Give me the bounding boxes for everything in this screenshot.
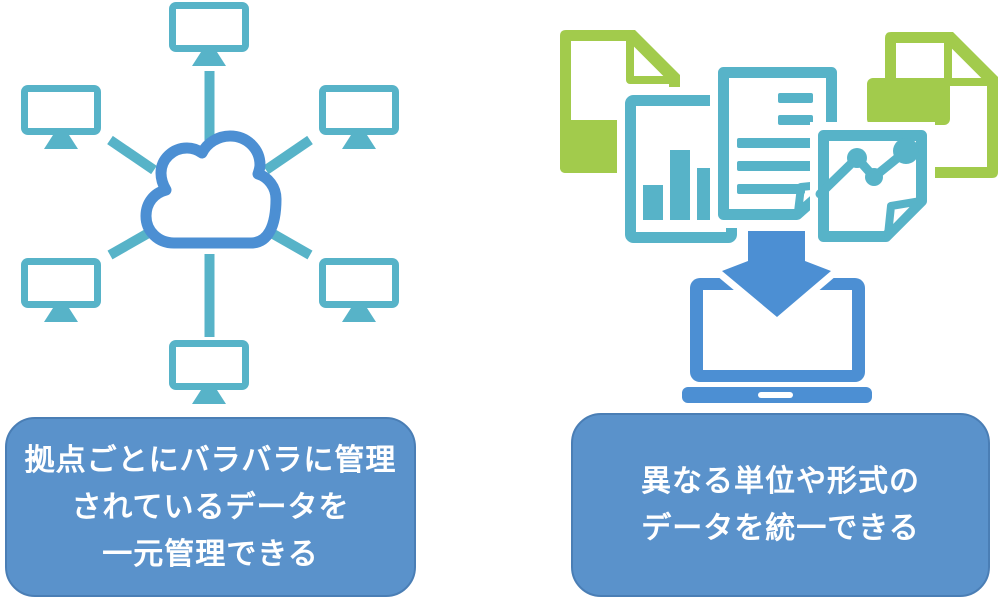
monitor-icon [21, 258, 101, 322]
caption-line: 一元管理できる [102, 537, 319, 571]
data-unification-diagram [560, 30, 998, 403]
caption-line: 拠点ごとにバラバラに管理 [24, 443, 397, 477]
bar [670, 150, 690, 220]
data-point [893, 138, 919, 164]
data-point [847, 148, 867, 168]
cloud-icon [140, 130, 282, 249]
connector-line [263, 135, 313, 175]
bar [643, 185, 663, 220]
monitor-icon [21, 85, 101, 149]
caption-line: データを統一できる [641, 512, 920, 545]
folded-corner [626, 33, 677, 84]
connector-lines [107, 71, 313, 337]
connector-line [265, 226, 313, 260]
text-line [737, 184, 805, 194]
caption-line: 異なる単位や形式の [641, 465, 920, 498]
data-point [865, 168, 883, 186]
cloud-network-diagram [21, 2, 399, 404]
monitor-icon [169, 2, 249, 66]
connector-line [107, 135, 157, 175]
text-line [737, 138, 813, 148]
text-line [778, 115, 813, 125]
chart-polyline [815, 146, 911, 199]
down-arrow-icon [715, 224, 838, 324]
text-line [778, 93, 813, 103]
monitor-icon [319, 85, 399, 149]
monitor-icon [319, 258, 399, 322]
right-caption-box: 異なる単位や形式の データを統一できる [571, 413, 990, 597]
connector-line [107, 226, 155, 260]
laptop-icon [682, 278, 872, 403]
trackpad-notch [758, 392, 793, 398]
folded-corner [944, 35, 995, 86]
monitor-icon [169, 340, 249, 404]
text-line [737, 161, 813, 171]
left-caption-box: 拠点ごとにバラバラに管理 されているデータを 一元管理できる [5, 417, 416, 597]
folded-corner [884, 197, 925, 239]
document-line-chart-icon [810, 122, 935, 250]
green-sheet [867, 78, 950, 125]
caption-line: されているデータを [71, 490, 350, 524]
